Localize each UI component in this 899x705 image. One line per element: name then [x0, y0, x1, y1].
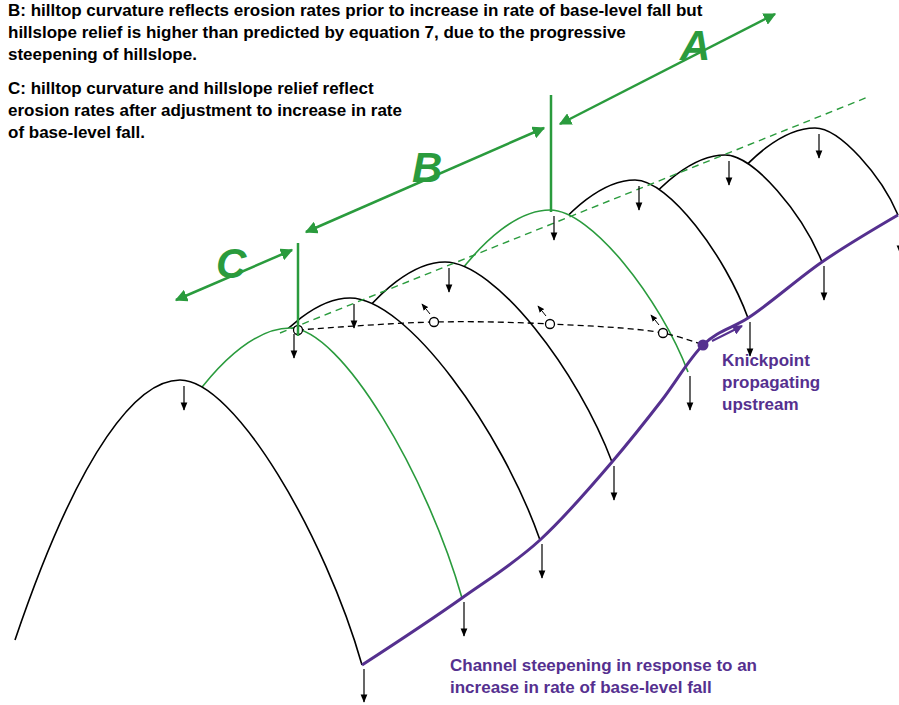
migration-arrow	[651, 315, 659, 325]
slope-break-point	[430, 318, 439, 327]
lowering-arrow	[553, 216, 554, 240]
channel-profile	[362, 215, 898, 665]
zone-divider	[550, 95, 553, 212]
knickpoint-label: Knickpoint propagating upstream	[722, 350, 847, 416]
lowering-arrow	[363, 669, 364, 702]
hillslope-profiles	[15, 128, 898, 705]
crest-line	[280, 97, 868, 333]
channel-label: Channel steepening in response to an inc…	[450, 655, 770, 699]
slope-break-point	[659, 329, 668, 338]
lowering-arrow	[823, 266, 824, 300]
migration-arrow	[538, 306, 546, 316]
hillslope-profile	[15, 380, 362, 665]
zone-extent-arrow	[306, 128, 544, 232]
lowering-arrow	[541, 544, 542, 578]
slope-break-point	[546, 320, 555, 329]
zone-label: A	[680, 24, 740, 68]
zone-divider	[297, 243, 300, 336]
knickpoint-path	[298, 322, 703, 345]
zone-label: B	[412, 146, 472, 190]
lowering-arrow	[689, 376, 690, 410]
lowering-arrow	[293, 334, 294, 358]
knickpoint-arrow	[712, 326, 742, 341]
lowering-arrow	[448, 268, 449, 292]
lowering-arrow	[818, 134, 819, 158]
migration-arrow	[422, 304, 430, 314]
zone-label: C	[216, 242, 276, 286]
lowering-arrow	[638, 186, 639, 210]
note-text: C: hilltop curvature and hillslope relie…	[8, 78, 408, 144]
lowering-arrow	[749, 322, 750, 356]
knickpoint-dot	[698, 340, 709, 351]
lowering-arrow	[728, 161, 729, 185]
lowering-arrow	[613, 466, 614, 500]
note-text: B: hilltop curvature reflects erosion ra…	[8, 0, 708, 66]
profile-fill	[15, 380, 362, 705]
lowering-arrow	[183, 386, 184, 410]
lowering-arrow	[463, 602, 464, 636]
lowering-arrow	[353, 304, 354, 328]
